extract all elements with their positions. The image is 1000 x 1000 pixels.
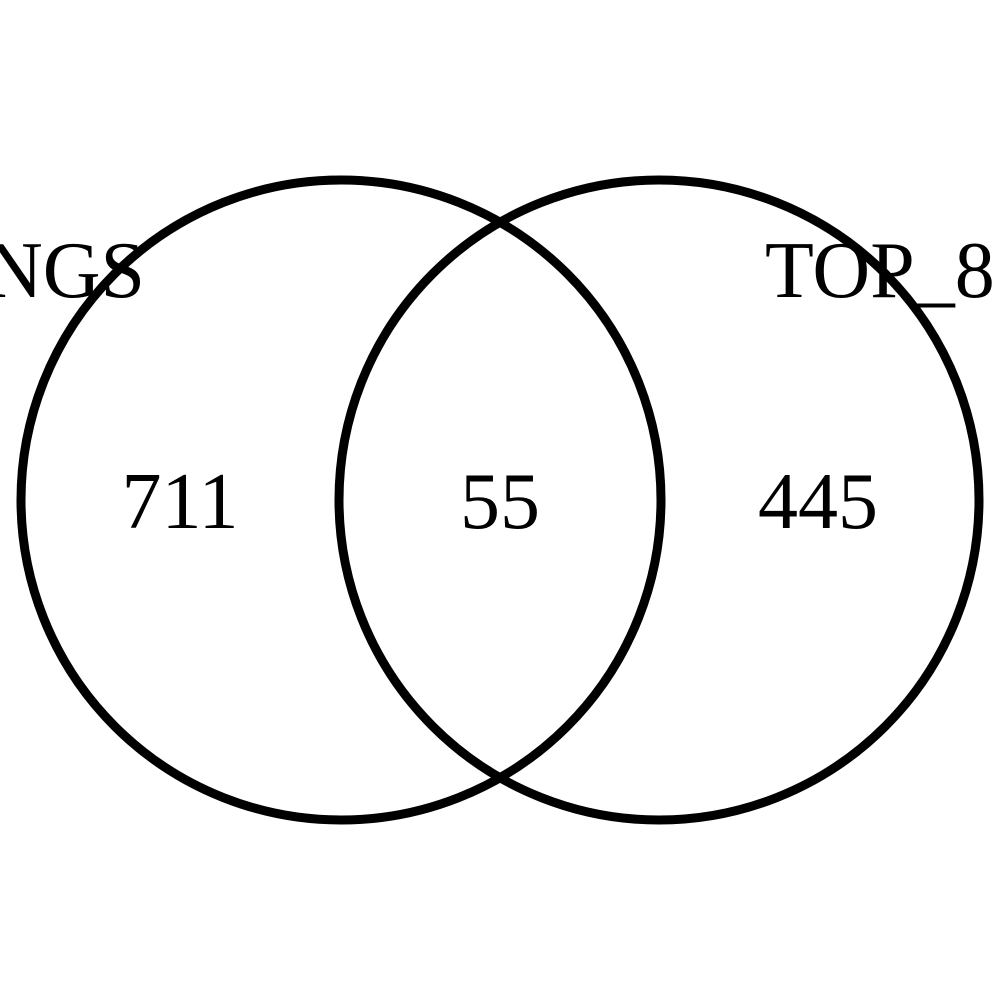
left-only-count: 711 <box>121 458 238 546</box>
intersection-count: 55 <box>460 458 540 546</box>
right-only-count: 445 <box>758 458 878 546</box>
right-set-circle <box>334 175 984 825</box>
left-set-circle <box>16 175 666 825</box>
left-set-label: NGS <box>0 227 145 315</box>
right-set-label: TOP_8 <box>765 227 995 315</box>
